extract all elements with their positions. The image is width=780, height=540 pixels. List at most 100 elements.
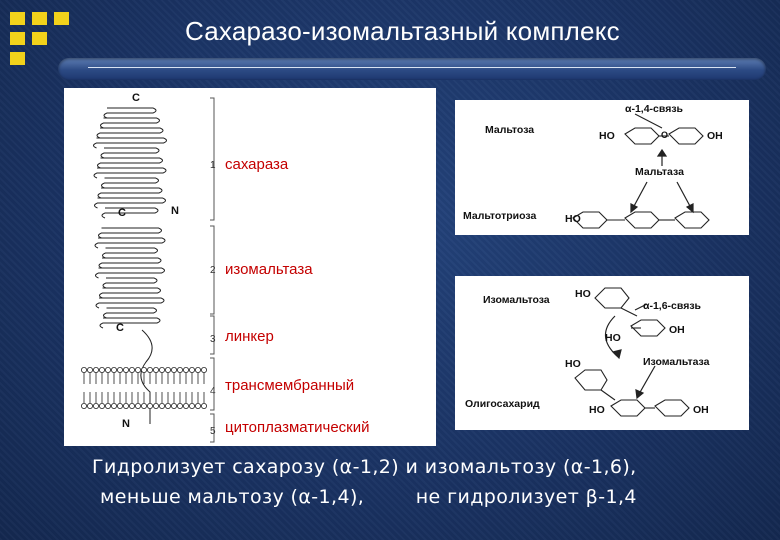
n-terminus-label-1: N: [171, 205, 179, 217]
oligosaccharide-label: Олигосахарид: [465, 398, 540, 410]
maltase-enzyme-label: Мальтаза: [635, 166, 684, 178]
lipid-head: [153, 366, 160, 373]
lipid-head: [147, 402, 154, 409]
protein-loop: [101, 177, 159, 189]
lipid-head: [165, 366, 172, 373]
protein-loop: [95, 297, 165, 309]
lipid-head: [99, 402, 106, 409]
lipid-head: [92, 402, 99, 409]
lipid-head: [123, 402, 130, 409]
domain-label-isomaltase: изомальтаза: [225, 261, 313, 278]
lipid-head: [183, 366, 190, 373]
title-underline-bar: [58, 58, 766, 80]
protein-loop: [96, 127, 164, 139]
protein-loop: [94, 237, 166, 249]
domain-label-linker: линкер: [225, 328, 274, 345]
protein-loop: [102, 247, 158, 259]
lipid-head: [165, 402, 172, 409]
protein-schematic: [80, 97, 215, 443]
lipid-head: [177, 402, 184, 409]
lipid-head: [86, 402, 93, 409]
lipid-head: [189, 366, 196, 373]
protein-loop: [99, 287, 161, 299]
protein-loop: [95, 267, 165, 279]
lipid-head: [183, 402, 190, 409]
lipid-head: [177, 366, 184, 373]
lipid-head: [194, 366, 201, 373]
lipid-head: [117, 402, 124, 409]
lipid-head: [92, 366, 99, 373]
lipid-head: [171, 366, 178, 373]
lipid-head: [86, 366, 93, 373]
maltose-o: O: [661, 130, 669, 140]
protein-loop: [94, 197, 166, 209]
lipid-head: [105, 402, 112, 409]
isomaltose-ho: HO: [605, 332, 621, 344]
maltotriose-ho: HO: [565, 213, 581, 225]
oligo-oh: OH: [693, 404, 709, 416]
isomaltose-hydrolysis-panel: Изомальтоза HO α-1,6-связь HO OH Изомаль…: [455, 276, 749, 430]
protein-loop: [103, 307, 157, 319]
protein-diagram-panel: C C N C N 1 сахараза 2 изомальтаза 3 лин…: [64, 88, 436, 446]
lipid-head: [129, 402, 136, 409]
protein-loop: [97, 187, 163, 199]
logo-squares: [8, 10, 74, 66]
domain-number-1: 1: [210, 160, 216, 171]
lipid-head: [135, 402, 142, 409]
protein-loop: [98, 257, 162, 269]
protein-loop: [102, 277, 158, 289]
slide-title: Сахаразо-изомальтазный комплекс: [185, 16, 620, 46]
lipid-head: [141, 366, 148, 373]
domain-number-2: 2: [210, 265, 216, 276]
lipid-head: [159, 402, 166, 409]
lipid-head: [111, 402, 118, 409]
domain-label-transmembrane: трансмембранный: [225, 377, 355, 394]
domain-label-cytoplasmic: цитоплазматический: [225, 419, 370, 436]
lipid-head: [99, 366, 106, 373]
isomaltose-label: Изомальтоза: [483, 294, 550, 306]
protein-loop: [97, 157, 163, 169]
maltose-ho: HO: [599, 130, 615, 142]
alpha-1-6-bond-label: α-1,6-связь: [643, 300, 702, 312]
domain-number-5: 5: [210, 426, 216, 437]
c-terminus-label-1: C: [132, 92, 140, 104]
lipid-head: [147, 366, 154, 373]
protein-loop: [103, 107, 157, 119]
domain-number-4: 4: [210, 386, 216, 397]
maltose-label: Мальтоза: [485, 124, 535, 136]
isomaltase-enzyme-label: Изомальтаза: [643, 356, 710, 368]
lipid-head: [200, 402, 207, 409]
protein-loop: [99, 317, 161, 329]
lipid-head: [141, 402, 148, 409]
protein-loop: [98, 227, 162, 239]
protein-loop: [100, 117, 160, 129]
linker-chain: [140, 329, 153, 424]
n-terminus-label-2: N: [122, 418, 130, 430]
caption-line-2: меньше мальтозу (α-1,4), не гидролизует …: [100, 486, 637, 508]
protein-loops: [93, 107, 167, 424]
lipid-head: [159, 366, 166, 373]
maltotriose-label: Мальтотриоза: [463, 210, 537, 222]
domain-number-3: 3: [210, 334, 216, 345]
protein-loop: [93, 167, 167, 179]
lipid-head: [129, 366, 136, 373]
membrane-bilayer: [80, 366, 207, 409]
maltose-structures: [572, 113, 710, 229]
lipid-head: [200, 366, 207, 373]
isomaltose-structures: [574, 287, 690, 417]
domain-brackets: [210, 97, 215, 443]
lipid-head: [171, 402, 178, 409]
lipid-head: [117, 366, 124, 373]
protein-loop: [93, 137, 167, 149]
maltose-oh: OH: [707, 130, 723, 142]
protein-loop: [101, 207, 159, 219]
lipid-head: [80, 402, 87, 409]
lipid-head: [80, 366, 87, 373]
c-terminus-label-2: C: [118, 207, 126, 219]
caption-line-1: Гидролизует сахарозу (α-1,2) и изомальто…: [92, 456, 637, 478]
domain-label-sucrase: сахараза: [225, 156, 289, 173]
lipid-head: [105, 366, 112, 373]
alpha-1-4-bond-label: α-1,4-связь: [625, 103, 684, 115]
lipid-head: [135, 366, 142, 373]
c-terminus-label-3: C: [116, 322, 124, 334]
